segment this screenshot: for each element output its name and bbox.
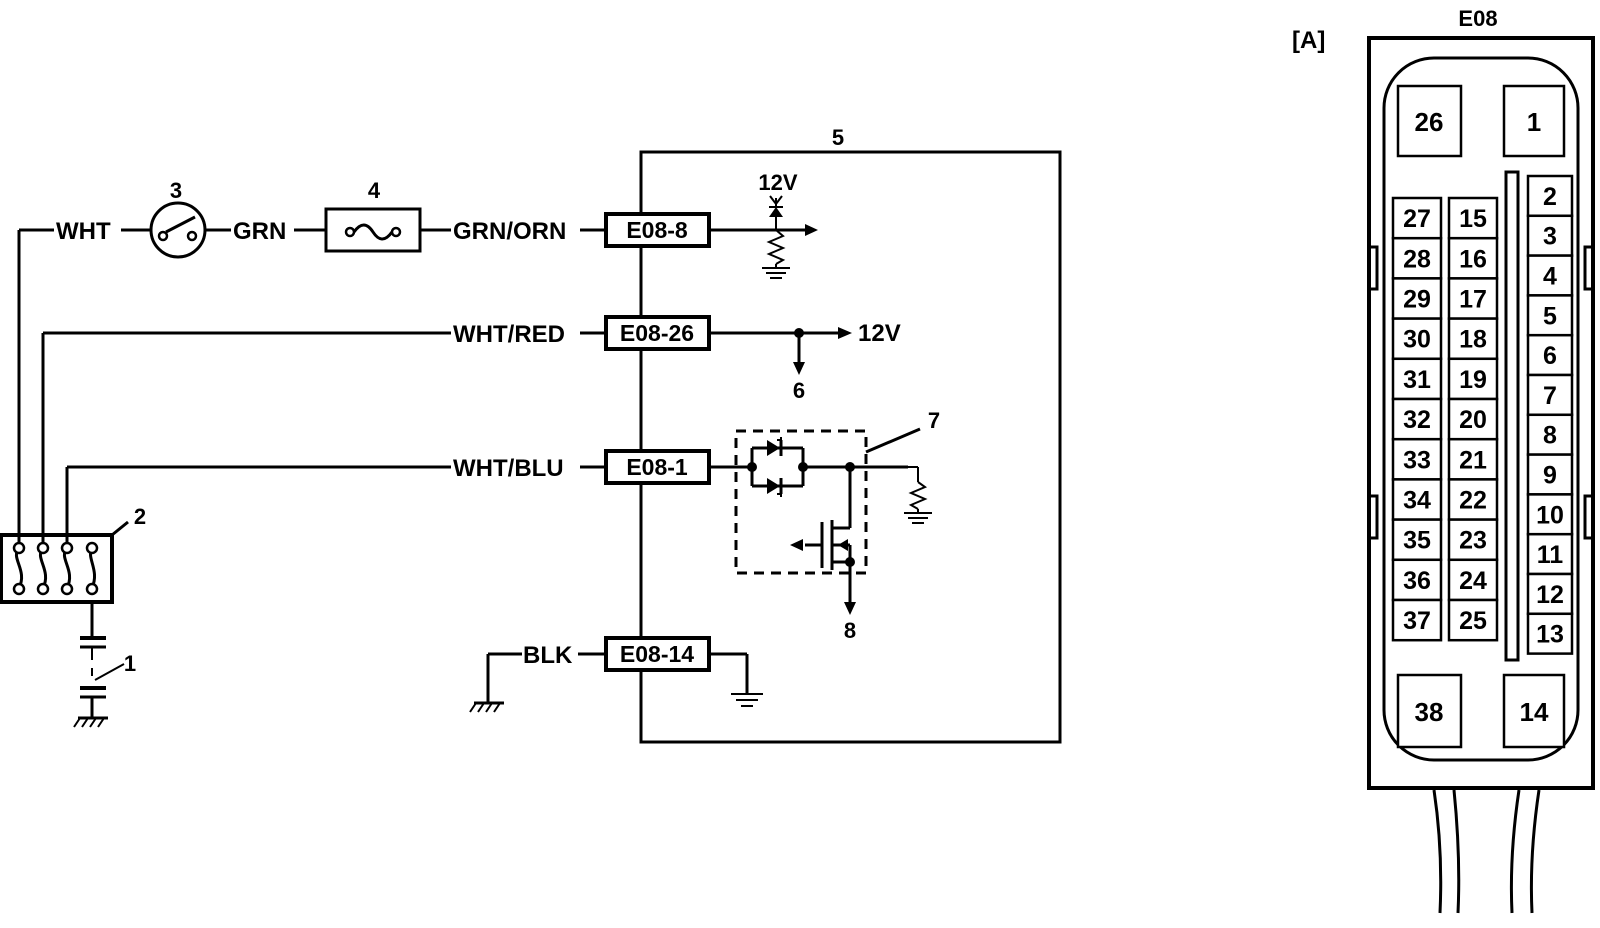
- callout-battery: 1: [124, 651, 136, 676]
- pin-cell: [1391, 437, 1443, 481]
- callout-ecm: 5: [832, 125, 844, 150]
- pin-grid: 2728293031323334353637151617181920212223…: [1391, 174, 1574, 655]
- row-ignition-feed: WHT 3 GRN 4 GRN/ORN E08-8 12V: [17, 170, 818, 543]
- wire-label-grn-orn: GRN/ORN: [453, 218, 566, 245]
- wire-label-wht-blu: WHT/BLU: [453, 455, 564, 482]
- pin-cell: [1526, 174, 1574, 218]
- wire-label-grn: GRN: [233, 218, 286, 245]
- pin-label: 15: [1459, 205, 1487, 233]
- callout-ignition-switch: 2: [134, 504, 146, 529]
- wire-label-blk: BLK: [523, 642, 573, 669]
- pin-label: 27: [1403, 205, 1431, 233]
- pin-cell: [1391, 558, 1443, 602]
- pin-cell: [1526, 333, 1574, 377]
- pin-label: 34: [1403, 487, 1431, 515]
- pin-label: 25: [1459, 607, 1487, 635]
- callout-driver: 7: [928, 408, 940, 433]
- pin-label: 6: [1543, 342, 1557, 370]
- row-power-feed: WHT/RED E08-26 12V 6: [41, 315, 901, 543]
- connector-face-view: [A] E08 26 1 38 14 272829303132333435363…: [1292, 6, 1595, 914]
- callout-out8: 8: [844, 618, 856, 643]
- pin-cell: [1526, 254, 1574, 297]
- ecm-box: [639, 150, 1062, 744]
- pin-label: 4: [1543, 263, 1557, 291]
- pin-cell: [1526, 612, 1574, 655]
- connector-e08-8: [604, 212, 711, 248]
- callout-out6: 6: [793, 378, 805, 403]
- pin-label: 16: [1459, 245, 1487, 273]
- pin-cell: [1447, 317, 1499, 361]
- pin-label: 28: [1403, 245, 1431, 273]
- connector-label-e08-8: E08-8: [626, 217, 688, 243]
- pin-38: 38: [1415, 697, 1444, 727]
- pin-cell: [1447, 196, 1499, 240]
- wire-label-wht-red: WHT/RED: [453, 321, 565, 348]
- pin-cell: [1447, 277, 1499, 320]
- pin-cell: [1391, 598, 1443, 642]
- pin-cell: [1526, 453, 1574, 496]
- pin-label: 20: [1459, 406, 1487, 434]
- connector-housing: [1367, 36, 1595, 790]
- pin-label: 5: [1543, 302, 1557, 330]
- pin-label: 36: [1403, 567, 1431, 595]
- pin-cell: [1391, 518, 1443, 562]
- pin-label: 32: [1403, 406, 1431, 434]
- pin-cell: [1447, 598, 1499, 642]
- pin-cell: [1526, 214, 1574, 257]
- pin-26: 26: [1415, 107, 1444, 137]
- pin-14: 14: [1520, 697, 1549, 727]
- pin-label: 9: [1543, 462, 1557, 490]
- battery-symbol: 1: [73, 602, 136, 728]
- pin-label: 37: [1403, 607, 1431, 635]
- connector-name: E08: [1458, 6, 1497, 31]
- wire-label-wht: WHT: [56, 218, 111, 245]
- pin-cell: [1526, 572, 1574, 616]
- connector-e08-26: [604, 315, 711, 351]
- ignition-switch-symbol: 2: [0, 504, 146, 604]
- pin-label: 19: [1459, 366, 1487, 394]
- pin-label: 17: [1459, 286, 1487, 314]
- row-ground: BLK E08-14: [469, 636, 763, 713]
- pin-label: 29: [1403, 286, 1431, 314]
- pin-label: 35: [1403, 527, 1431, 555]
- pin-label: 8: [1543, 422, 1557, 450]
- pin-1: 1: [1527, 107, 1541, 137]
- pin-label: 11: [1537, 541, 1564, 569]
- pin-cell: [1526, 413, 1574, 456]
- pin-label: 13: [1536, 621, 1564, 649]
- pin-cell: [1391, 357, 1443, 401]
- pin-label: 22: [1459, 487, 1487, 515]
- row-signal: WHT/BLU E08-1 7: [65, 408, 940, 643]
- connector-label-e08-14: E08-14: [620, 641, 694, 667]
- voltage-label-top: 12V: [758, 170, 797, 195]
- pin-label: 21: [1459, 446, 1487, 474]
- pin-label: 10: [1536, 501, 1564, 529]
- pin-label: 3: [1543, 223, 1557, 251]
- pin-label: 31: [1403, 366, 1431, 394]
- pin-label: 2: [1543, 183, 1557, 211]
- connector-label-e08-26: E08-26: [620, 320, 694, 346]
- view-label: [A]: [1292, 27, 1325, 54]
- pin-label: 18: [1459, 326, 1487, 354]
- pin-label: 7: [1543, 382, 1557, 410]
- pin-cell: [1526, 532, 1574, 576]
- connector-label-e08-1: E08-1: [626, 454, 688, 480]
- driver-box: [734, 429, 868, 575]
- pin-cell: [1391, 397, 1443, 441]
- connector-e08-14: [604, 636, 711, 672]
- callout-fuse: 4: [368, 178, 381, 203]
- pin-label: 23: [1459, 527, 1487, 555]
- pin-label: 12: [1536, 581, 1564, 609]
- callout-switch: 3: [170, 178, 182, 203]
- voltage-label-mid: 12V: [858, 320, 901, 347]
- pin-cell: [1526, 373, 1574, 417]
- pin-label: 24: [1459, 567, 1487, 595]
- pin-label: 33: [1403, 446, 1431, 474]
- pin-label: 30: [1403, 326, 1431, 354]
- pin-cell: [1447, 558, 1499, 602]
- switch-symbol: [149, 201, 207, 259]
